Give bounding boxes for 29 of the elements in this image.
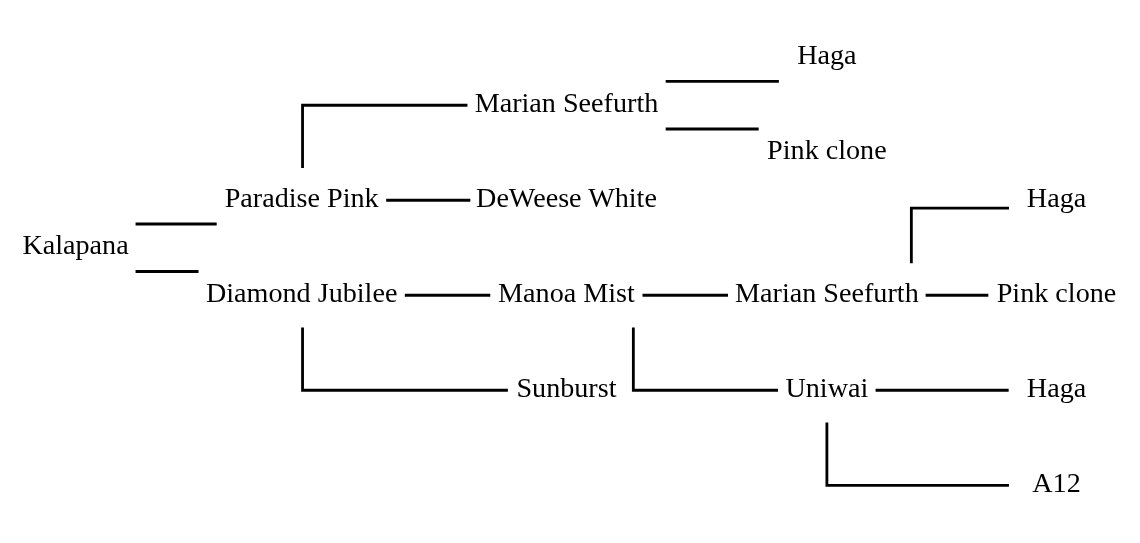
node-text: Marian Seefurth (474, 86, 659, 118)
node-text: Haga (1026, 371, 1087, 403)
connector (665, 127, 759, 131)
connector (642, 293, 728, 297)
connector (301, 103, 468, 169)
connector (631, 327, 779, 392)
connector (909, 206, 1009, 264)
connector (135, 270, 199, 273)
node-text: Haga (797, 39, 857, 71)
node-text: Marian Seefurth (735, 276, 919, 308)
connector (404, 293, 491, 297)
node-text: Pink clone (996, 276, 1117, 308)
node-text: A12 (1032, 466, 1081, 498)
connector (925, 293, 989, 297)
connector (825, 422, 1009, 487)
connector (301, 327, 508, 392)
node-text: DeWeese White (476, 181, 657, 213)
connector (135, 222, 217, 226)
node-text: Sunburst (516, 371, 617, 403)
node-text: Paradise Pink (224, 181, 379, 213)
node-text: Pink clone (767, 134, 887, 166)
connector (665, 80, 779, 83)
node-text: Uniwai (785, 371, 869, 403)
node-text: Kalapana (22, 229, 129, 261)
connector (875, 388, 1009, 392)
node-text: Manoa Mist (498, 276, 635, 308)
connector (386, 198, 471, 202)
node-text: Diamond Jubilee (205, 276, 398, 308)
node-text: Haga (1026, 181, 1087, 213)
